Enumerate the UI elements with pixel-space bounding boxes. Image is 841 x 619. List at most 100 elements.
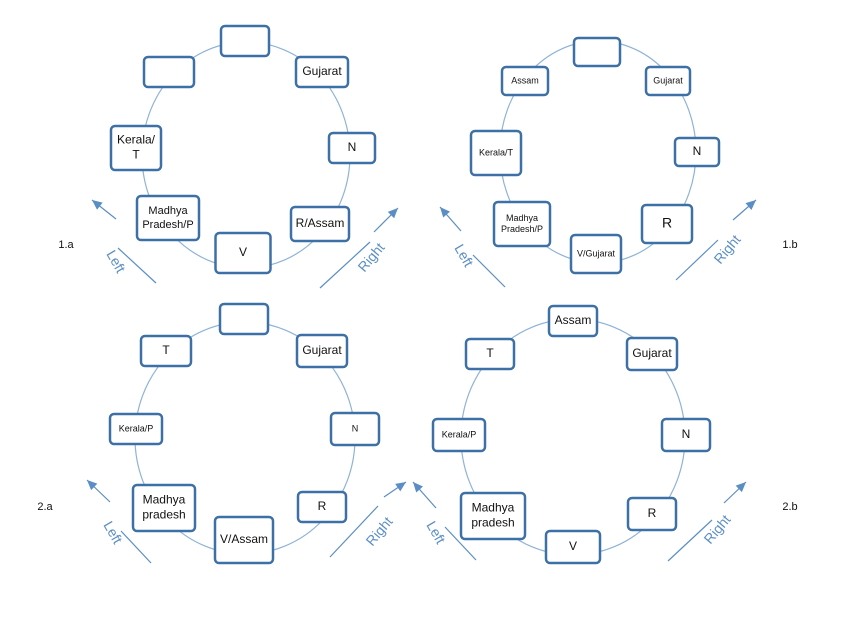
left-direction-line (444, 526, 477, 561)
seat-label: V (239, 245, 247, 259)
seat-box: Kerala/P (431, 417, 487, 453)
seat-box-frame (640, 203, 694, 245)
seat-label: Kerala/T (479, 147, 514, 157)
arrow-head (745, 200, 756, 210)
seat-box: Gujarat (644, 65, 692, 97)
seat-label: Kerala/ (117, 133, 156, 147)
left-direction-line (472, 254, 506, 288)
seat-box-frame (142, 55, 196, 89)
seat-box-frame (329, 411, 381, 447)
seat-label: Madhya (472, 501, 515, 515)
right-label: Right (710, 231, 743, 266)
seat-box-frame (213, 515, 275, 565)
seat-label: V/Gujarat (577, 248, 616, 258)
seat-label: Madhya (506, 213, 538, 223)
seat-label: Pradesh/P (142, 219, 193, 231)
left-label: Left (451, 241, 477, 269)
figure-label: 2.b (782, 501, 797, 513)
left-direction-line (117, 247, 157, 284)
left-label: Left (100, 518, 126, 546)
seat-label: Gujarat (632, 346, 672, 360)
seat-box (218, 302, 270, 336)
seat-label: Kerala/P (442, 429, 477, 439)
seat-label: Gujarat (302, 64, 342, 78)
seat-box-frame (431, 417, 487, 453)
seat-box-frame (644, 65, 692, 97)
seat-box: Kerala/T (469, 129, 523, 177)
seat-label: T (132, 148, 140, 162)
arrow-head (440, 207, 450, 218)
seat-box-frame (459, 491, 527, 541)
seat-box: Gujarat (625, 336, 679, 372)
seat-box: T (139, 334, 193, 368)
right-label: Right (354, 239, 387, 274)
seat-box: Assam (547, 304, 599, 338)
seat-box-frame (492, 200, 552, 248)
seat-box (219, 24, 271, 58)
seat-box: N (660, 417, 712, 453)
left-label: Left (423, 518, 449, 546)
seat-box: V/Assam (213, 515, 275, 565)
seat-label: R (648, 506, 657, 520)
seat-label: T (486, 346, 494, 360)
seat-label: V/Assam (220, 532, 268, 546)
arrow-head (92, 200, 103, 210)
seat-box-frame (139, 334, 193, 368)
seat-label: N (693, 144, 702, 158)
seat-box: R (640, 203, 694, 245)
right-label: Right (362, 513, 395, 548)
seat-label: N (352, 423, 359, 433)
arrangement-2-a: GujaratNRV/AssamMadhyapradeshKerala/PT2.… (37, 302, 407, 565)
seat-label: Madhya (148, 205, 188, 217)
left-label: Left (103, 247, 129, 275)
seat-box-frame (296, 490, 348, 524)
right-direction-line (329, 505, 379, 558)
seat-box-frame (626, 496, 678, 532)
seat-label: N (348, 140, 357, 154)
seat-label: V (569, 539, 577, 553)
figure-label: 1.a (58, 239, 74, 251)
seat-box: Gujarat (294, 55, 350, 89)
seat-box-frame (219, 24, 271, 58)
seat-label: Kerala/P (119, 423, 154, 433)
seat-box-frame (109, 124, 163, 172)
seat-box-frame (289, 205, 351, 243)
seat-box-frame (660, 417, 712, 453)
seat-box: V (544, 529, 602, 565)
right-label: Right (700, 511, 733, 546)
seat-label: R (662, 215, 672, 231)
seat-label: Pradesh/P (501, 224, 543, 234)
seat-box-frame (327, 131, 377, 165)
left-direction-line (120, 530, 152, 564)
seat-box-frame (135, 194, 201, 242)
seat-box-frame (294, 55, 350, 89)
seat-label: Gujarat (302, 343, 342, 357)
seat-label: Assam (511, 75, 539, 85)
seat-label: pradesh (142, 508, 185, 522)
seat-box-frame (214, 231, 272, 275)
seat-box: R/Assam (289, 205, 351, 243)
seat-box-frame (131, 483, 197, 533)
seat-label: T (162, 343, 170, 357)
seat-box (142, 55, 196, 89)
arrow-head (395, 482, 406, 492)
seat-box-frame (464, 337, 516, 371)
seat-box-frame (469, 129, 523, 177)
right-direction-line (319, 241, 371, 289)
seat-box-frame (500, 65, 550, 97)
seat-box-frame (108, 412, 164, 446)
seat-label: Gujarat (653, 75, 683, 85)
seat-label: Assam (555, 313, 592, 327)
seat-label: pradesh (471, 516, 514, 530)
seat-box: Kerala/T (109, 124, 163, 172)
seat-box-frame (673, 136, 721, 168)
arrow-head (735, 482, 746, 493)
seat-box-frame (569, 233, 623, 275)
seat-box-frame (625, 336, 679, 372)
